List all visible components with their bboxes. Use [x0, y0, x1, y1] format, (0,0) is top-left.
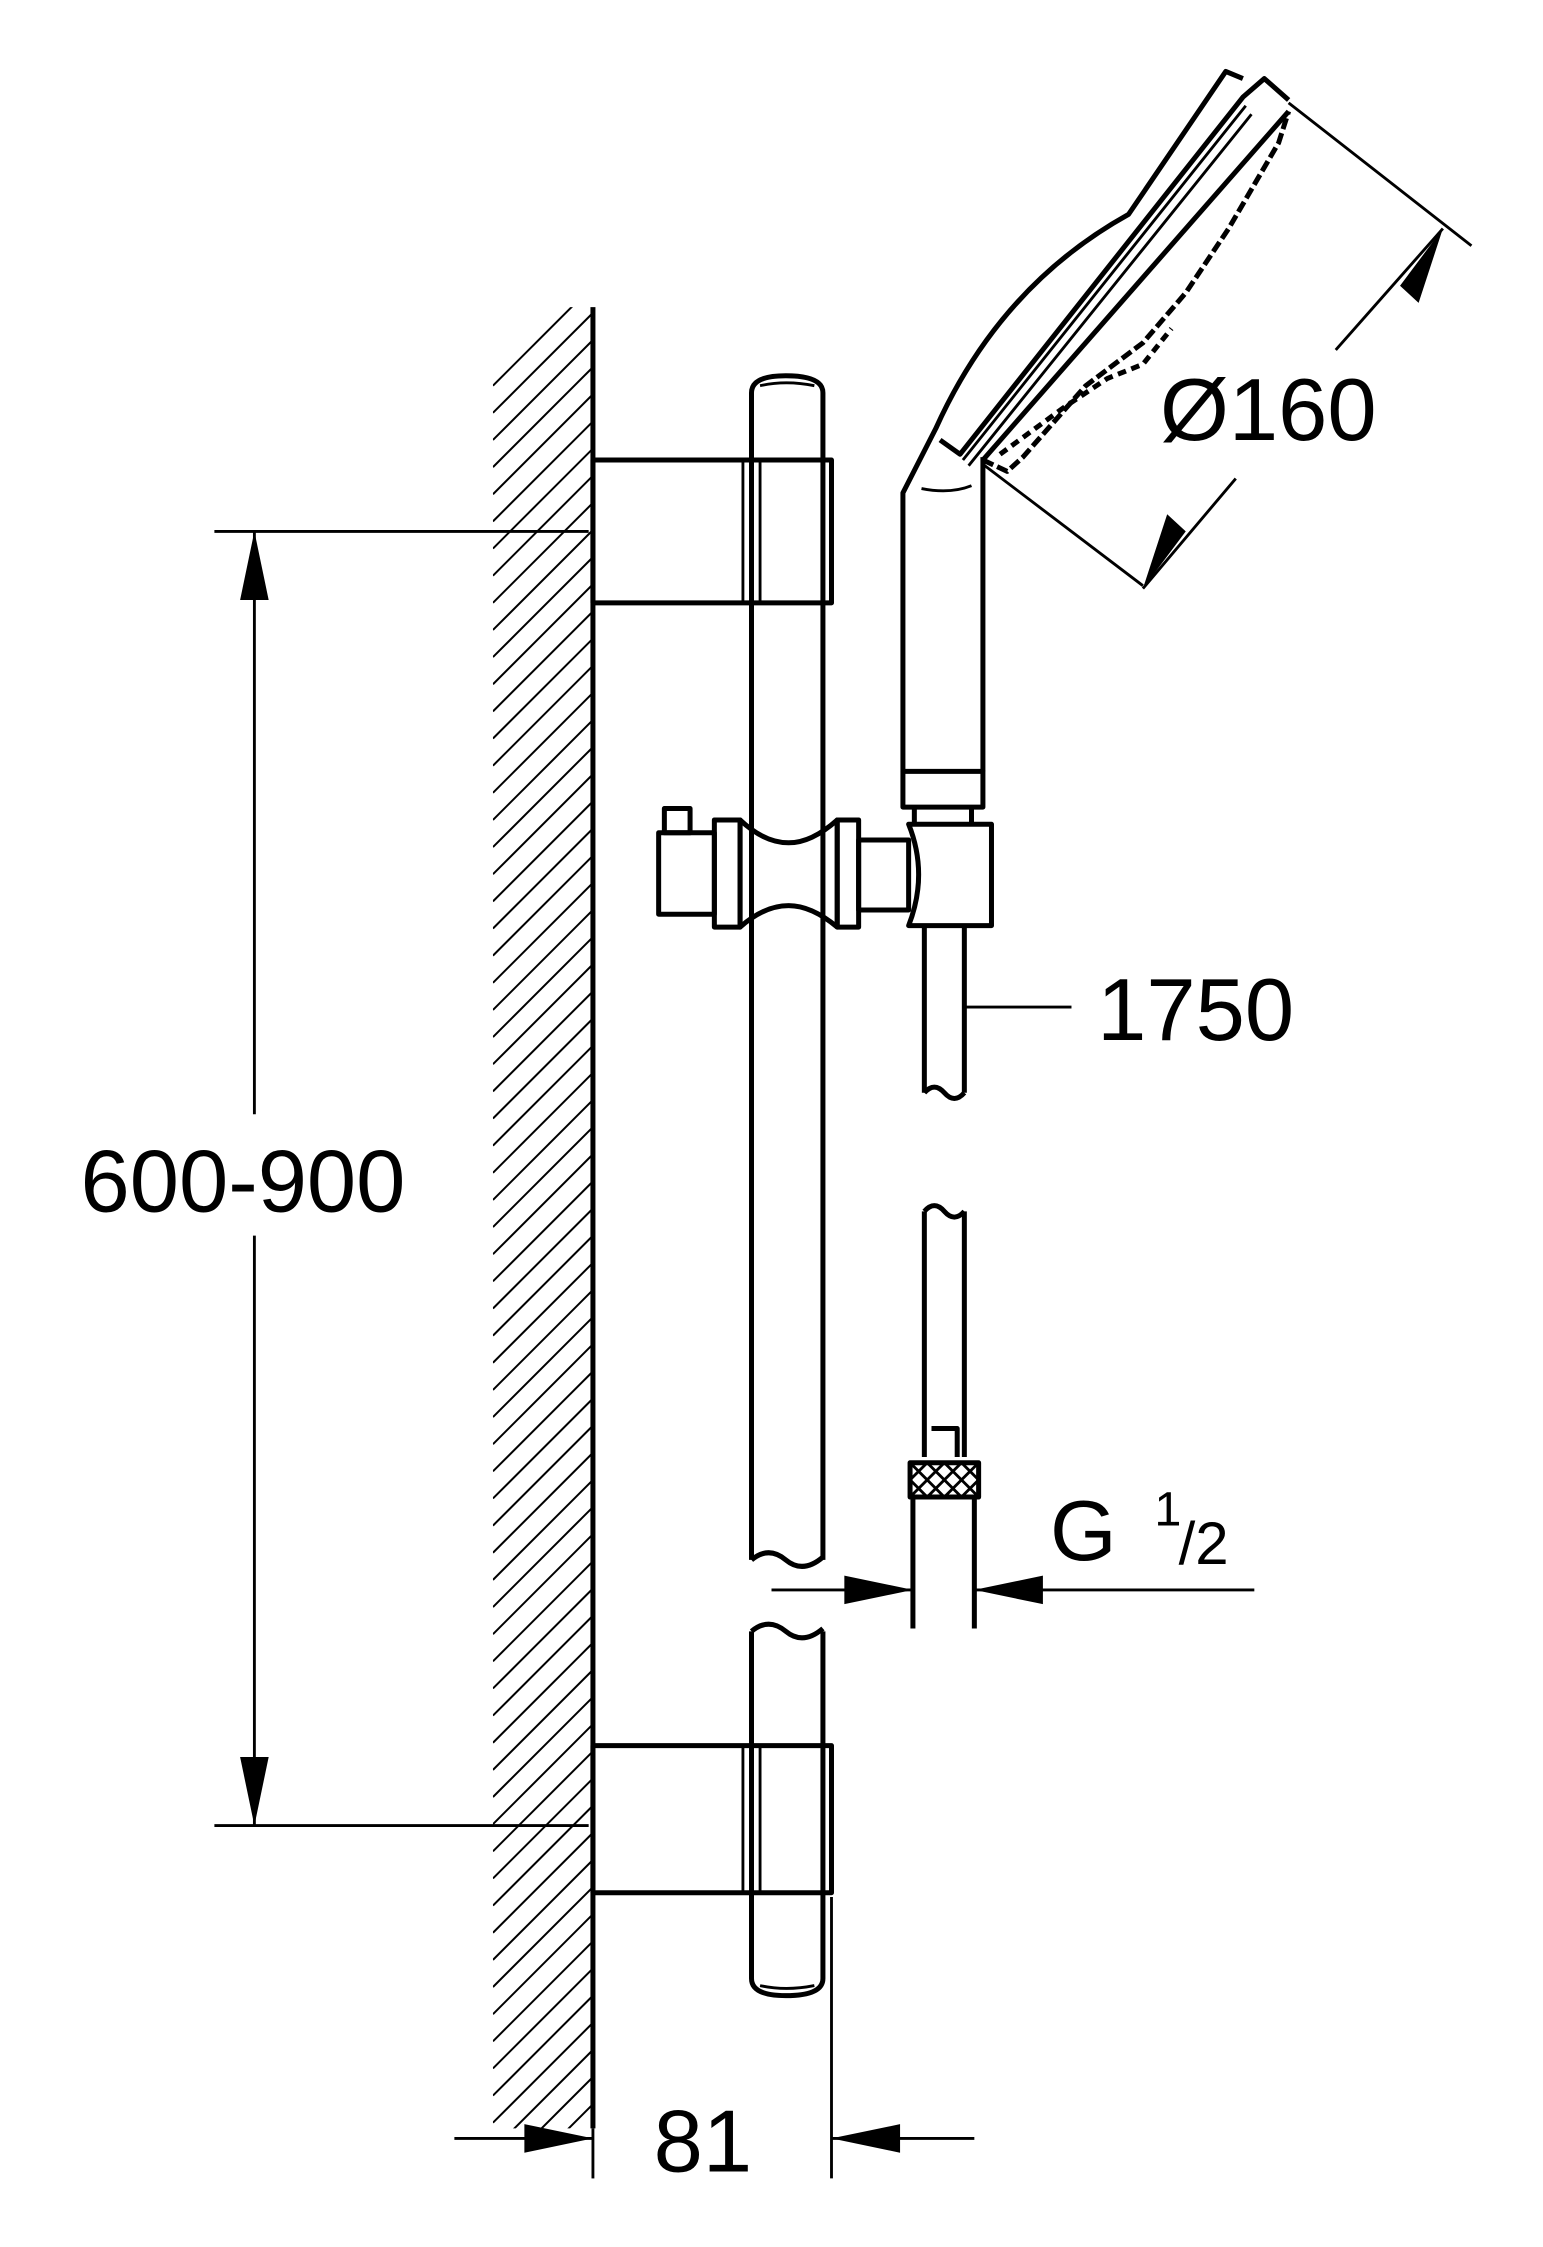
hatch-line: [492, 1153, 593, 1255]
hatch-line: [492, 854, 593, 957]
hatch-line: [492, 556, 593, 658]
thread-letter: G: [1050, 1483, 1117, 1579]
hatch-line: [493, 2158, 593, 2247]
hatch-line: [492, 1099, 593, 1201]
hatch-line: [492, 773, 593, 875]
hatch-line: [492, 339, 593, 441]
hatch-line: [492, 800, 593, 903]
hatch-line: [512, 2049, 593, 2129]
hatch-line: [492, 1886, 593, 1988]
hatch-line: [492, 2022, 593, 2124]
dimension-head-diameter: Ø160: [1141, 227, 1444, 590]
hatch-line: [492, 746, 593, 848]
hatch-line: [492, 1044, 593, 1147]
hatch-line: [492, 1506, 593, 1608]
hatch-line: [492, 610, 593, 713]
dimension-connection-thread: G 1 /2: [771, 1483, 1255, 1605]
thread-numerator: 1: [1154, 1483, 1181, 1537]
head-diameter-label: Ø160: [1160, 360, 1377, 459]
hatch-line: [492, 1479, 593, 1581]
hatch-line: [493, 2186, 593, 2247]
hatch-line: [492, 1994, 593, 2097]
hatch-line: [492, 1072, 593, 1174]
hatch-line: [492, 1343, 593, 1445]
hatch-line: [492, 1587, 593, 1690]
hatch-line: [492, 393, 593, 495]
hatch-line: [493, 2213, 593, 2247]
hatch-line: [492, 1207, 593, 1310]
hatch-line: [492, 1316, 593, 1418]
hatch-line: [567, 2103, 593, 2129]
upper-wall-bracket: [590, 457, 834, 606]
hatch-line: [492, 502, 593, 604]
dimension-wall-projection: 81: [454, 1897, 975, 2190]
hatch-line: [492, 1940, 593, 2043]
hatch-line: [492, 719, 593, 821]
hose-length-label: 1750: [1097, 960, 1294, 1059]
hatch-line: [492, 1017, 593, 1120]
hatch-line: [492, 1126, 593, 1228]
lower-wall-bracket: [590, 1743, 834, 1896]
hatch-line: [492, 1750, 593, 1853]
shower-hose: [907, 925, 982, 1629]
dimension-hose-length: 1750: [965, 960, 1294, 1059]
hatch-line: [492, 1533, 593, 1635]
hatch-line: [540, 2076, 593, 2129]
hatch-line: [492, 1804, 593, 1907]
wall-hatching: [492, 307, 593, 2247]
hatch-line: [492, 1397, 593, 1500]
sliding-holder: [656, 806, 994, 930]
hatch-line: [492, 447, 593, 550]
hatch-line: [492, 1424, 593, 1527]
hatch-line: [492, 936, 593, 1038]
hatch-line: [492, 1180, 593, 1283]
hatch-line: [492, 1262, 593, 1364]
hatch-line: [492, 307, 573, 387]
hatch-line: [492, 990, 593, 1093]
hatch-line: [492, 1696, 593, 1798]
hatch-line: [492, 1967, 593, 2070]
hatch-line: [492, 1452, 593, 1554]
mount-distance-label: 600-900: [80, 1131, 405, 1230]
hand-shower: [900, 68, 1473, 825]
hatch-line: [492, 1832, 593, 1934]
hatch-line: [492, 583, 593, 685]
hatch-line: [492, 1370, 593, 1473]
hatch-line: [492, 909, 593, 1011]
hatch-line: [492, 1859, 593, 1961]
hatch-line: [492, 529, 593, 631]
hatch-line: [492, 1669, 593, 1771]
thread-denominator: /2: [1179, 1510, 1229, 1577]
hatch-line: [492, 1777, 593, 1880]
hatch-line: [492, 664, 593, 767]
dimension-mount-distance: 600-900: [80, 529, 589, 1828]
hatch-line: [492, 1614, 593, 1717]
hatch-line: [492, 474, 593, 577]
hatch-line: [492, 1642, 593, 1744]
hatch-line: [492, 1723, 593, 1825]
hatch-line: [492, 1913, 593, 2015]
hatch-line: [492, 827, 593, 930]
hatch-line: [492, 882, 593, 984]
hatch-line: [492, 1289, 593, 1391]
shower-rail: [749, 373, 826, 1999]
hatch-line: [492, 366, 593, 468]
hatch-line: [492, 1560, 593, 1663]
hatch-line: [492, 637, 593, 740]
hatch-line: [492, 420, 593, 523]
hatch-line: [492, 963, 593, 1065]
hatch-line: [492, 312, 593, 414]
hatch-line: [492, 692, 593, 794]
hatch-line: [492, 1234, 593, 1337]
wall-projection-label: 81: [654, 2091, 753, 2190]
